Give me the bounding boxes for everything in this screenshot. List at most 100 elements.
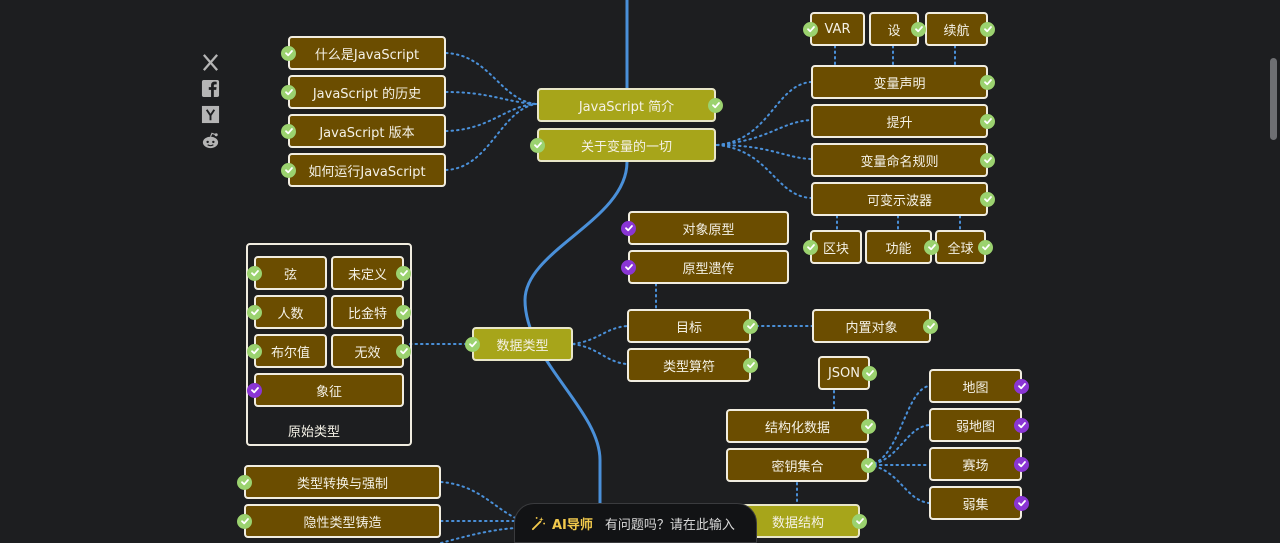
node-obj-proto[interactable]: 对象原型 (628, 211, 789, 245)
node-object[interactable]: 目标 (627, 309, 751, 343)
node-js-versions[interactable]: JavaScript 版本 (288, 114, 446, 148)
done-check-icon[interactable] (708, 97, 723, 113)
done-check-icon[interactable] (980, 191, 995, 207)
node-set[interactable]: 赛场 (929, 447, 1022, 481)
node-hoisting[interactable]: 提升 (811, 104, 988, 138)
done-check-icon[interactable] (281, 162, 296, 178)
node-weakset[interactable]: 弱集 (929, 486, 1022, 520)
done-check-icon[interactable] (911, 21, 926, 37)
recommended-check-icon[interactable] (1014, 378, 1029, 394)
done-check-icon[interactable] (281, 45, 296, 61)
node-label: 隐性类型铸造 (303, 515, 382, 531)
ai-tutor-input[interactable]: 有问题吗？请在此输入 (604, 517, 735, 533)
done-check-icon[interactable] (861, 457, 876, 473)
done-check-icon[interactable] (465, 336, 480, 352)
done-check-icon[interactable] (852, 513, 867, 529)
node-json[interactable]: JSON (818, 356, 870, 390)
x-icon[interactable] (200, 52, 221, 73)
done-check-icon[interactable] (924, 239, 939, 255)
done-check-icon[interactable] (980, 74, 995, 90)
node-number[interactable]: 人数 (254, 295, 327, 329)
recommended-check-icon[interactable] (621, 259, 636, 275)
done-check-icon[interactable] (247, 343, 262, 359)
check-mark (746, 323, 755, 330)
done-check-icon[interactable] (396, 304, 411, 320)
node-boolean[interactable]: 布尔值 (254, 334, 327, 368)
node-js-history[interactable]: JavaScript 的历史 (288, 75, 446, 109)
done-check-icon[interactable] (743, 357, 758, 373)
done-check-icon[interactable] (530, 137, 545, 153)
primitive-types-label: 原始类型 (288, 425, 341, 440)
done-check-icon[interactable] (281, 84, 296, 100)
done-check-icon[interactable] (396, 265, 411, 281)
reddit-icon[interactable] (200, 130, 221, 151)
node-map[interactable]: 地图 (929, 369, 1022, 403)
reddit-icon (202, 132, 219, 149)
ycombinator-icon (201, 105, 220, 124)
x-icon (202, 54, 219, 71)
node-proto-inherit[interactable]: 原型遗传 (628, 250, 789, 284)
done-check-icon[interactable] (980, 113, 995, 129)
node-run-js[interactable]: 如何运行JavaScript (288, 153, 446, 187)
done-check-icon[interactable] (978, 239, 993, 255)
node-label: 比金特 (347, 306, 387, 322)
scrollbar-thumb[interactable] (1270, 58, 1277, 140)
check-mark (250, 309, 259, 316)
node-label: 弦 (283, 267, 297, 283)
done-check-icon[interactable] (281, 123, 296, 139)
node-string[interactable]: 弦 (254, 256, 327, 290)
node-structured-data[interactable]: 结构化数据 (726, 409, 869, 443)
node-implicit-coercion[interactable]: 隐性类型铸造 (244, 504, 441, 538)
node-var[interactable]: VAR (810, 12, 865, 46)
node-all-about-vars[interactable]: 关于变量的一切 (537, 128, 716, 162)
facebook-icon[interactable] (200, 78, 221, 99)
done-check-icon[interactable] (862, 365, 877, 381)
node-type-conversion[interactable]: 类型转换与强制 (244, 465, 441, 499)
node-var-decl[interactable]: 变量声明 (811, 65, 988, 99)
done-check-icon[interactable] (861, 418, 876, 434)
node-var-scopes[interactable]: 可变示波器 (811, 182, 988, 216)
check-mark (250, 270, 259, 277)
recommended-check-icon[interactable] (1014, 456, 1029, 472)
node-function[interactable]: 功能 (865, 230, 932, 264)
recommended-check-icon[interactable] (1014, 495, 1029, 511)
done-check-icon[interactable] (980, 152, 995, 168)
ai-tutor-bar[interactable]: AI导师 有问题吗？请在此输入 (514, 503, 757, 543)
node-const[interactable]: 续航 (925, 12, 988, 46)
node-weakmap[interactable]: 弱地图 (929, 408, 1022, 442)
node-undefined[interactable]: 未定义 (331, 256, 404, 290)
ai-tutor-label: AI导师 (552, 517, 593, 533)
done-check-icon[interactable] (237, 513, 252, 529)
node-label: 关于变量的一切 (580, 139, 672, 155)
node-label: 无效 (354, 345, 381, 361)
node-naming-rules[interactable]: 变量命名规则 (811, 143, 988, 177)
node-data-types[interactable]: 数据类型 (472, 327, 573, 361)
node-bigint[interactable]: 比金特 (331, 295, 404, 329)
check-mark (624, 264, 633, 271)
recommended-check-icon[interactable] (1014, 417, 1029, 433)
check-mark (1017, 422, 1026, 429)
dotted-links (409, 45, 961, 543)
recommended-check-icon[interactable] (621, 220, 636, 236)
node-label: 数据类型 (496, 338, 549, 354)
node-builtin-objects[interactable]: 内置对象 (812, 309, 931, 343)
node-keyed-collections[interactable]: 密钥集合 (726, 448, 869, 482)
node-null[interactable]: 无效 (331, 334, 404, 368)
done-check-icon[interactable] (923, 318, 938, 334)
done-check-icon[interactable] (803, 21, 818, 37)
node-js-intro[interactable]: JavaScript 简介 (537, 88, 716, 122)
ycombinator-icon[interactable] (200, 104, 221, 125)
done-check-icon[interactable] (743, 318, 758, 334)
done-check-icon[interactable] (237, 474, 252, 490)
done-check-icon[interactable] (980, 21, 995, 37)
done-check-icon[interactable] (396, 343, 411, 359)
done-check-icon[interactable] (803, 239, 818, 255)
node-symbol[interactable]: 象征 (254, 373, 404, 407)
node-typeof[interactable]: 类型算符 (627, 348, 751, 382)
node-what-is-js[interactable]: 什么是JavaScript (288, 36, 446, 70)
recommended-check-icon[interactable] (247, 382, 262, 398)
done-check-icon[interactable] (247, 265, 262, 281)
node-label: 原型遗传 (682, 261, 735, 277)
done-check-icon[interactable] (247, 304, 262, 320)
